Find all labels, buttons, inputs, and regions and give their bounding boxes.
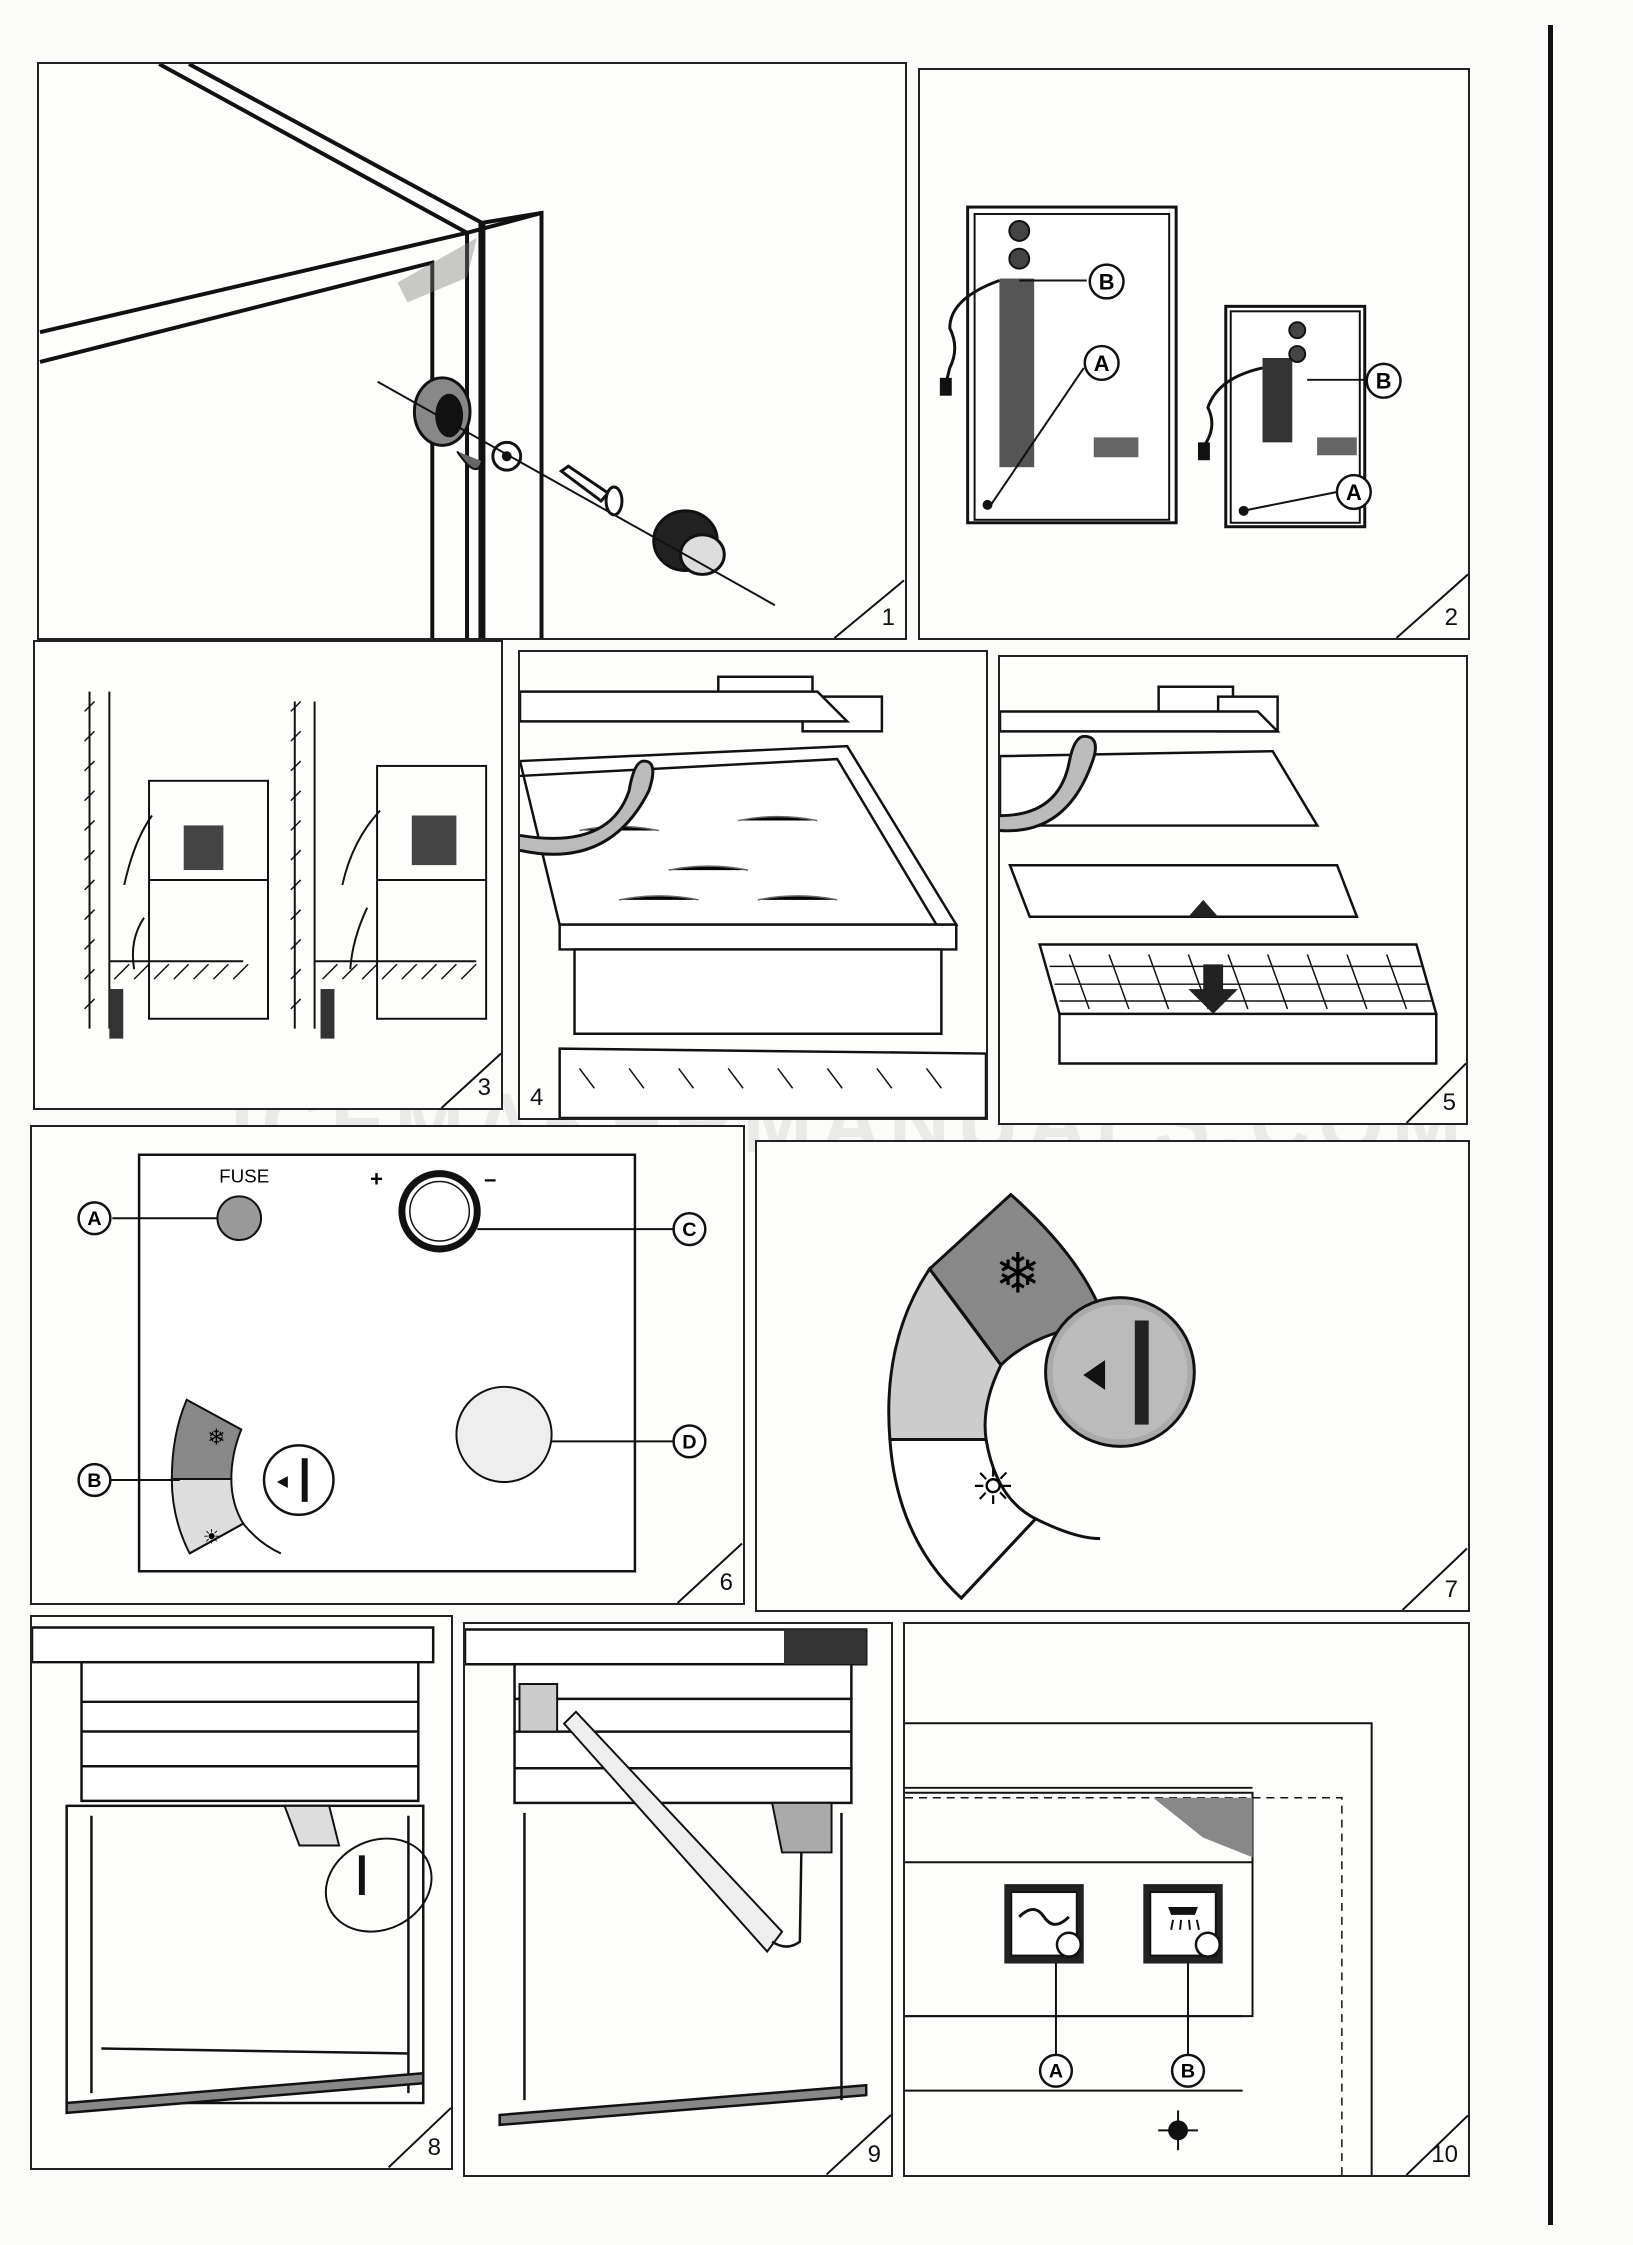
sun-icon: ☼ <box>971 1458 1015 1516</box>
figure-1: 1 <box>37 62 907 640</box>
callout-b: B <box>87 1470 101 1492</box>
figure-8: 8 <box>30 1615 453 2170</box>
callout-a-small: A <box>1346 480 1362 505</box>
figure-6: FUSE + – ❄ ☀ A B C D 6 <box>30 1125 745 1605</box>
figure-9: 9 <box>463 1622 893 2177</box>
callout-d: D <box>682 1431 696 1453</box>
callout-a: A <box>87 1208 101 1230</box>
figure-5-drawing <box>1000 685 1466 1123</box>
figure-8-drawing <box>32 1626 451 2168</box>
figure-2-drawing: B A B A <box>939 205 1468 638</box>
callout-b-small: B <box>1376 369 1392 394</box>
plus-sign: + <box>370 1167 383 1192</box>
figure-7-drawing: ❄ ☼ <box>887 1192 1468 1610</box>
callout-c: C <box>682 1219 696 1241</box>
figure-number: 5 <box>1442 1089 1456 1116</box>
figure-number: 4 <box>530 1084 544 1111</box>
figure-10: A B 10 <box>903 1622 1470 2177</box>
figure-10-drawing: A B <box>905 1722 1468 2175</box>
figure-3: 3 <box>33 640 503 1110</box>
figure-number: 9 <box>867 2141 881 2168</box>
figure-1-drawing <box>39 64 905 638</box>
figure-7: ❄ ☼ 7 <box>755 1140 1470 1612</box>
figure-2: B A B A 2 <box>918 68 1470 640</box>
callout-b: B <box>1181 2061 1195 2083</box>
figure-number: 8 <box>427 2134 441 2161</box>
snowflake-icon: ❄ <box>995 1242 1042 1307</box>
callout-a: A <box>1049 2061 1063 2083</box>
snowflake-icon: ❄ <box>207 1425 225 1450</box>
figure-number: 7 <box>1444 1576 1458 1603</box>
callout-a-large: A <box>1094 351 1110 376</box>
figure-4-drawing <box>520 675 986 1118</box>
indicator-light <box>455 1385 553 1484</box>
minus-sign: – <box>484 1167 496 1192</box>
figure-number: 2 <box>1444 604 1458 631</box>
figure-number: 10 <box>1431 2141 1458 2168</box>
fuse-label: FUSE <box>219 1166 269 1187</box>
figure-5: 5 <box>998 655 1468 1125</box>
figure-9-drawing <box>465 1628 891 2175</box>
sun-icon: ☀ <box>203 1526 221 1549</box>
figure-4: 4 <box>518 650 988 1120</box>
figure-number: 1 <box>881 604 895 631</box>
callout-b-large: B <box>1099 269 1115 294</box>
fuse-button <box>216 1195 263 1242</box>
leveling-foot-assembly <box>377 376 776 607</box>
figure-number: 6 <box>719 1569 733 1596</box>
figure-6-drawing: FUSE + – ❄ ☀ A B C D <box>77 1153 743 1603</box>
page-edge-line <box>1548 25 1553 2225</box>
figure-number: 3 <box>477 1074 491 1101</box>
figure-3-drawing <box>84 691 501 1108</box>
